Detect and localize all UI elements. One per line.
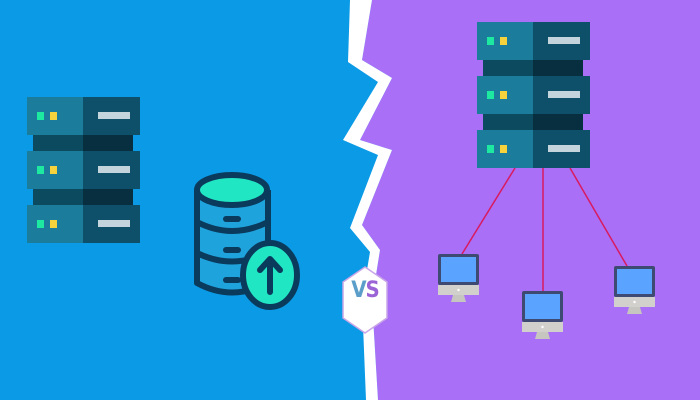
lightning-bolt [343,0,392,400]
vs-badge-text: VS [343,278,387,303]
vs-letter-v: V [351,278,366,303]
client-computer-icon [438,254,479,302]
vs-letter-s: S [365,278,380,303]
network-links [461,167,628,292]
vs-badge-hexagon [342,266,388,334]
central-server-icon [477,22,590,168]
database-upload-icon [194,172,300,310]
client-computer-icon [614,266,655,314]
client-computer-icon [522,291,563,339]
server-rack-icon [27,97,140,243]
